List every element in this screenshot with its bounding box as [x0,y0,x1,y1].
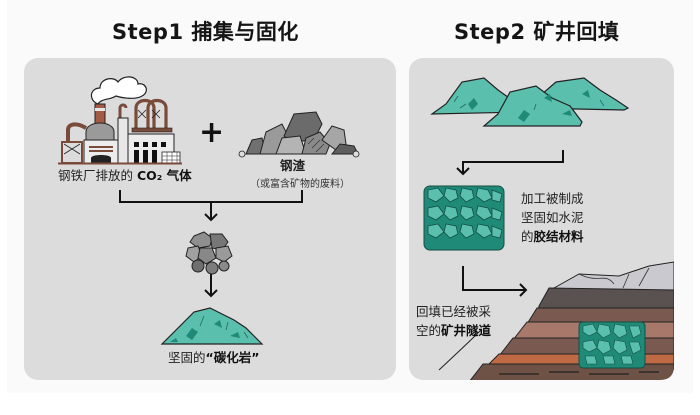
carbonated-rock-label: 坚固的“碳化岩” [168,350,259,367]
process-line-1: 加工被制成 [521,191,584,206]
process-line-3-prefix: 的 [521,228,534,244]
mineral-cluster-icon [185,231,233,275]
backfill-line-2: 空的矿井隧道 [416,322,491,341]
process-line-3: 的胶结材料 [521,228,584,247]
backfill-line-2-bold: 矿井隧道 [441,322,492,338]
backfill-line-2-prefix: 空的 [416,322,442,338]
step1-title: Step1 捕集与固化 [112,20,299,44]
backfill-line-1: 回填已经被采 [416,304,492,319]
process-line-3-bold: 胶结材料 [533,228,584,244]
carbonated-rock-icon [160,307,264,345]
plus-sign: + [199,115,225,150]
carbonated-rock-label-prefix: 坚固的 [168,350,206,365]
slag-sublabel: （或富含矿物的废料） [250,179,350,190]
steel-slag-icon [238,111,360,158]
step2-title: Step2 矿井回填 [454,20,620,44]
slag-label: 钢渣 [280,158,306,173]
carbonated-rock-label-bold: “碳化岩” [205,350,260,365]
carbonated-rock-piles-icon [430,77,630,127]
cemented-material-icon [423,185,505,251]
factory-label-bold: CO₂ 气体 [137,168,192,183]
process-line-2: 坚固如水泥 [521,209,584,225]
factory-label-prefix: 钢铁厂排放的 [58,168,134,183]
process-description: 加工被制成 坚固如水泥 的胶结材料 [521,190,584,246]
mine-cross-section-icon [438,261,674,380]
backfill-description: 回填已经被采 空的矿井隧道 [416,303,491,341]
steel-factory-icon [58,76,182,165]
factory-label: 钢铁厂排放的 CO₂ 气体 [58,168,192,185]
